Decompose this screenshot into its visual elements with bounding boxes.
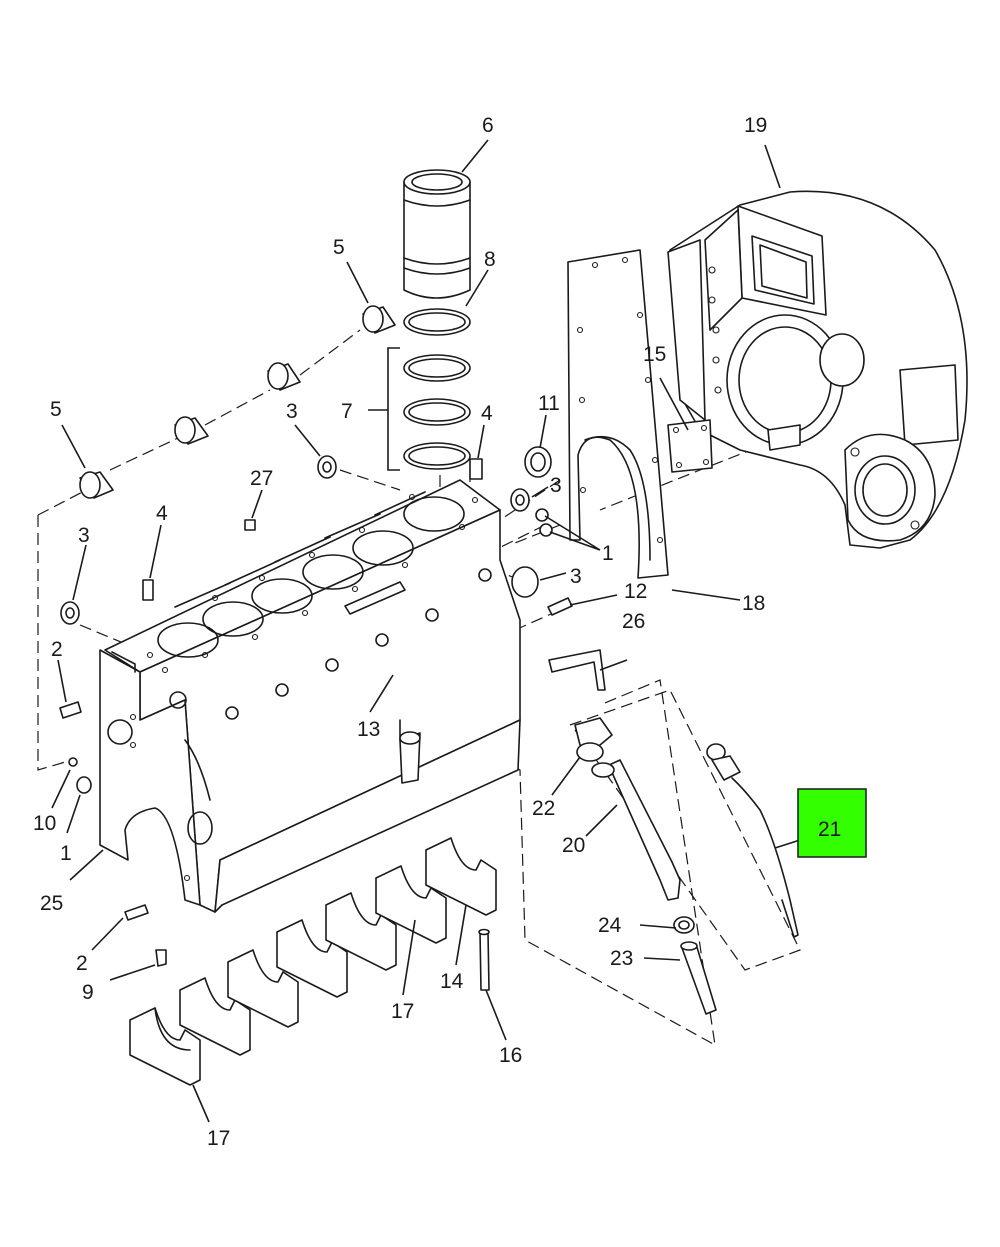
callout-3-left[interactable]: 3: [78, 524, 90, 547]
leader-lines: [51, 139, 801, 1123]
dipstick: [706, 743, 799, 938]
small-parts: [59, 446, 606, 967]
main-bearing-caps: [129, 837, 497, 1086]
callout-2-bottom[interactable]: 2: [76, 952, 88, 975]
callout-12[interactable]: 12: [624, 580, 647, 603]
callout-15[interactable]: 15: [643, 343, 666, 366]
callout-1-right[interactable]: 1: [602, 542, 614, 565]
callout-24[interactable]: 24: [598, 914, 622, 937]
callout-26[interactable]: 26: [622, 610, 645, 633]
callout-23[interactable]: 23: [610, 947, 633, 970]
callout-9[interactable]: 9: [82, 981, 94, 1004]
callout-3-right[interactable]: 3: [570, 565, 582, 588]
callout-labels: 6 8 5 5 7 3 4 11 3 1 3 12 18 15 19 27 4 …: [33, 114, 841, 1150]
flywheel-housing: [667, 190, 968, 549]
fill-tube-assembly: [574, 717, 717, 1015]
seal-rings: [368, 308, 471, 471]
callout-17-bottom[interactable]: 17: [207, 1127, 230, 1150]
cap-bolt: [478, 928, 490, 991]
callout-3-right-top[interactable]: 3: [550, 474, 562, 497]
callout-5-top[interactable]: 5: [333, 236, 345, 259]
callout-17-mid[interactable]: 17: [391, 1000, 414, 1023]
callout-6[interactable]: 6: [482, 114, 494, 137]
callout-13[interactable]: 13: [357, 718, 380, 741]
callout-18[interactable]: 18: [742, 592, 765, 615]
cam-bushings: [79, 305, 396, 499]
callout-8[interactable]: 8: [484, 248, 496, 271]
callout-20[interactable]: 20: [562, 834, 585, 857]
cover-plate-15: [667, 419, 713, 473]
callout-1-left[interactable]: 1: [60, 842, 72, 865]
cylinder-block: [99, 479, 521, 913]
callout-7[interactable]: 7: [341, 400, 353, 423]
callout-25[interactable]: 25: [40, 892, 63, 915]
callout-3-mid[interactable]: 3: [286, 400, 298, 423]
callout-19[interactable]: 19: [744, 114, 767, 137]
callout-14[interactable]: 14: [440, 970, 464, 993]
callout-27[interactable]: 27: [250, 467, 273, 490]
rear-plate-gasket: [567, 249, 669, 579]
callout-11[interactable]: 11: [538, 392, 560, 415]
callout-4-mid[interactable]: 4: [481, 402, 493, 425]
callout-16[interactable]: 16: [499, 1044, 522, 1067]
highlight-box-21[interactable]: [797, 788, 867, 858]
callout-22[interactable]: 22: [532, 797, 555, 820]
callout-4-left[interactable]: 4: [156, 502, 168, 525]
cylinder-liner: [403, 169, 471, 299]
callout-5-left[interactable]: 5: [50, 398, 62, 421]
callout-10[interactable]: 10: [33, 812, 56, 835]
callout-21[interactable]: 21: [818, 818, 841, 841]
callout-2-top[interactable]: 2: [51, 638, 63, 661]
